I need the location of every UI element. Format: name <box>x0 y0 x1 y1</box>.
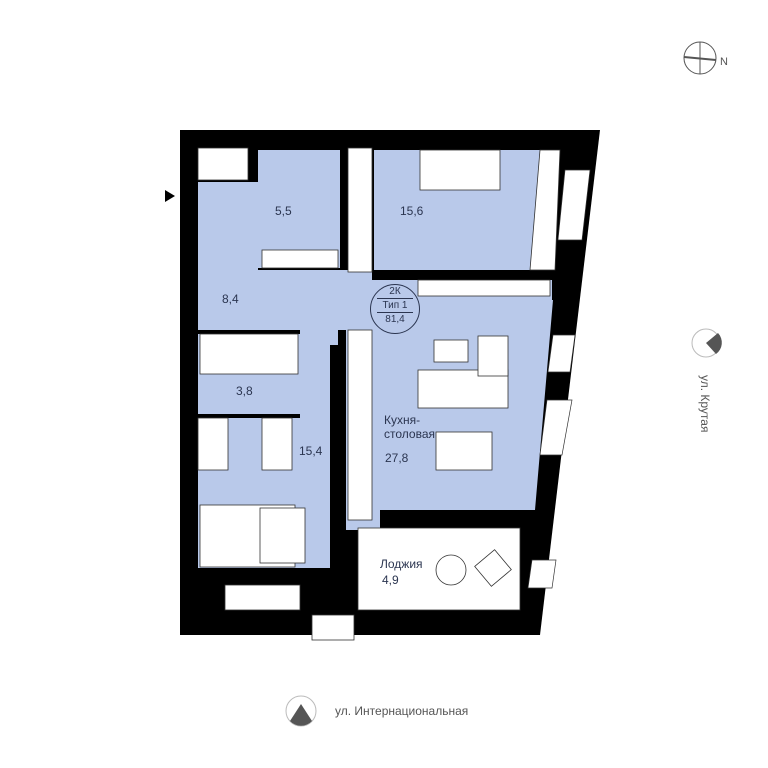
apartment-badge: 2К Тип 1 81,4 <box>370 284 420 334</box>
loggia-name: Лоджия <box>380 557 423 571</box>
street-marker-right-icon <box>691 328 722 358</box>
street-right-label: ул. Крутая <box>698 375 712 433</box>
bathroom-area: 5,5 <box>275 204 292 218</box>
badge-rooms: 2К <box>389 286 401 297</box>
street-bottom-label: ул. Интернациональная <box>335 704 469 718</box>
entrance-arrow-icon <box>165 190 175 202</box>
kitchen-name-line2: столовая <box>384 427 435 441</box>
hallway-area: 8,4 <box>222 292 239 306</box>
north-label: N <box>720 56 728 68</box>
loggia-area: 4,9 <box>382 573 399 587</box>
street-marker-bottom-icon <box>285 695 317 727</box>
badge-total-area: 81,4 <box>385 314 405 325</box>
bedroom-2-area: 15,4 <box>299 444 323 458</box>
compass-icon <box>683 41 717 75</box>
bedroom-1-area: 15,6 <box>400 204 424 218</box>
kitchen-name-line1: Кухня- <box>384 413 421 427</box>
kitchen-area: 27,8 <box>385 451 409 465</box>
badge-type: Тип 1 <box>377 298 413 313</box>
wc-area: 3,8 <box>236 384 253 398</box>
